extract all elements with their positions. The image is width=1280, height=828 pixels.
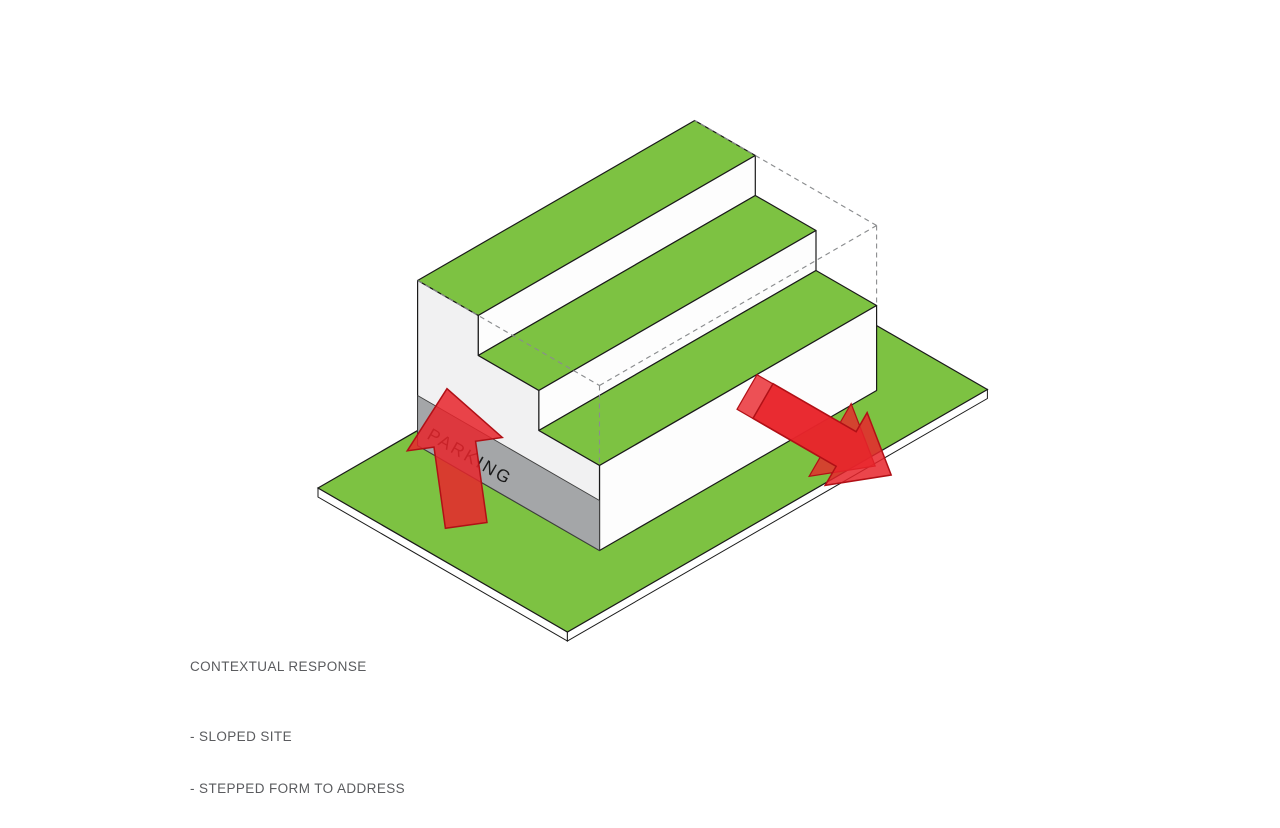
dashed-envelope-outline: [417, 120, 878, 466]
entry-arrow-up-icon: [405, 387, 505, 530]
diagram-arrows: [405, 373, 893, 530]
annotation-block: CONTEXTUAL RESPONSE - SLOPED SITE - STEP…: [190, 623, 441, 828]
annotation-title: CONTEXTUAL RESPONSE: [190, 659, 367, 674]
annotation-line: - STEPPED FORM TO ADDRESS: [190, 781, 406, 796]
envelope-top-right-edge: [694, 120, 877, 226]
view-arrow-southeast-icon: [751, 382, 893, 487]
annotation-line: - SLOPED SITE: [190, 728, 292, 744]
envelope-top-left-edge: [417, 280, 600, 386]
